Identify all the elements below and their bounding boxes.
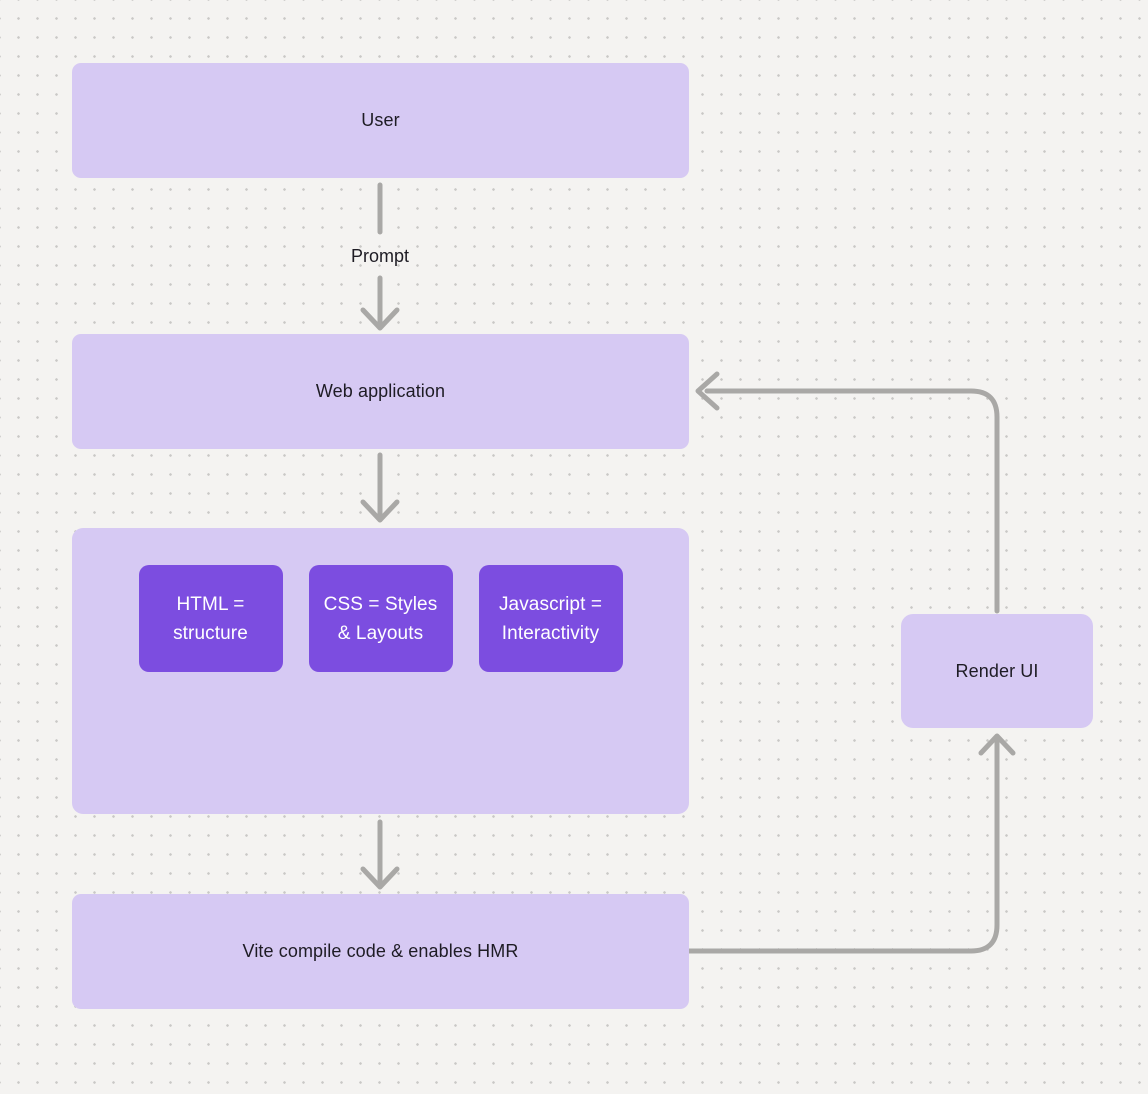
inner-node-javascript: Javascript = Interactivity: [478, 565, 623, 672]
arrow-render-ui-to-web-application: [695, 371, 1000, 614]
node-render-ui: Render UI: [901, 614, 1093, 728]
components-row: HTML = structure CSS = Styles & Layouts …: [72, 565, 689, 672]
node-user-label: User: [361, 110, 400, 130]
node-web-application-label: Web application: [315, 381, 446, 401]
node-web-application: Web application: [72, 334, 689, 449]
arrow-components-to-vite: [360, 819, 400, 890]
arrow-vite-to-render-ui: [686, 733, 1016, 954]
node-vite-label: Vite compile code & enables HMR: [242, 941, 519, 961]
node-vite: Vite compile code & enables HMR: [72, 894, 689, 1009]
inner-node-css: CSS = Styles & Layouts: [308, 565, 453, 672]
edge-label-prompt: Prompt: [350, 246, 410, 266]
inner-node-html: HTML = structure: [138, 565, 283, 672]
arrow-web-application-to-components: [360, 452, 400, 523]
node-render-ui-label: Render UI: [955, 660, 1039, 681]
arrow-prompt-to-web-application: [360, 275, 400, 331]
node-user: User: [72, 63, 689, 178]
node-components-container: HTML = structure CSS = Styles & Layouts …: [72, 528, 689, 814]
